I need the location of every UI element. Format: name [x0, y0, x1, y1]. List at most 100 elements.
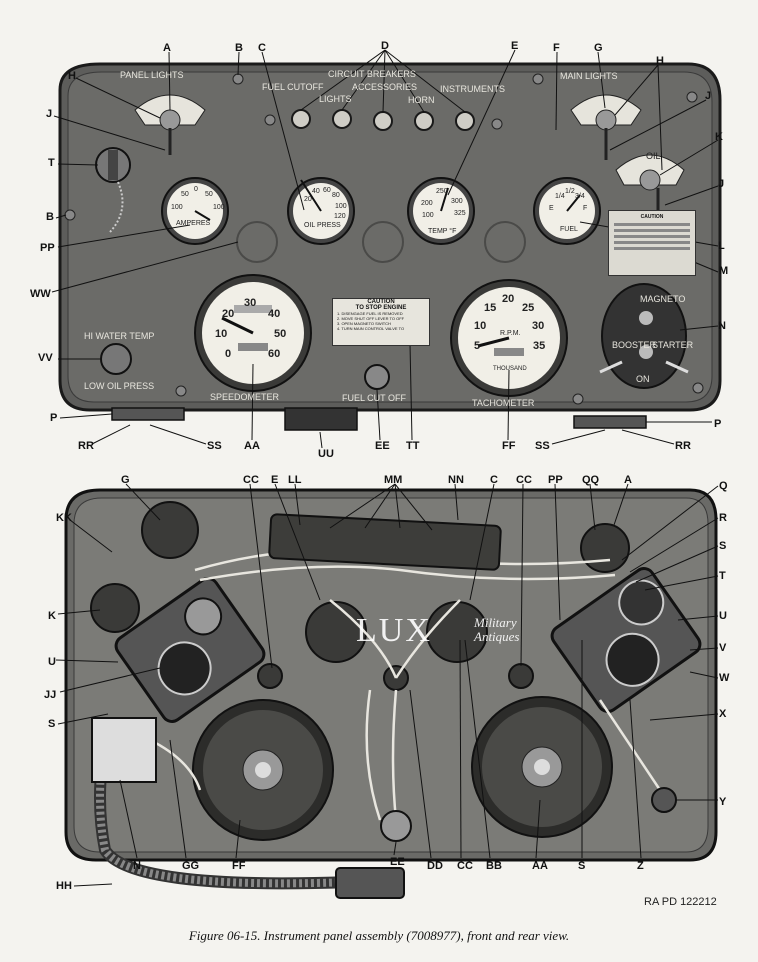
callout-label: N — [718, 320, 726, 332]
callout-label: J — [705, 90, 712, 102]
fuel-gauge-tick: 1/4 — [555, 193, 565, 200]
oil-switch-label: OIL — [646, 151, 661, 161]
fuel-gauge-tick: E — [549, 205, 554, 212]
callout-label: HH — [56, 880, 72, 892]
callout-label: SS — [535, 440, 550, 452]
callout-label: J — [46, 108, 53, 120]
fuel-oil-switch — [615, 154, 685, 210]
magneto-starter-switch — [599, 283, 689, 389]
callout-label: JJ — [44, 689, 57, 701]
callout-label: Z — [637, 860, 644, 872]
speedometer-tick: 10 — [215, 328, 228, 340]
speedometer-tick: 60 — [268, 348, 281, 360]
oil-gauge-tick: 100 — [335, 203, 347, 210]
temp-gauge-tick: 325 — [454, 210, 466, 217]
callout-label: A — [163, 42, 171, 54]
callout-label: F — [553, 42, 560, 54]
cable-hh — [91, 717, 405, 899]
rear-panel — [55, 483, 719, 899]
callout-label: D — [381, 40, 389, 52]
callout-label: AA — [532, 860, 548, 872]
callout-label: GG — [182, 860, 200, 872]
oil-gauge-tick: 20 — [304, 196, 312, 203]
tachometer-rpm: R.P.M. — [500, 330, 521, 337]
callout-label: R — [719, 512, 727, 524]
ammeter-gauge — [161, 177, 229, 245]
callout-label: T — [48, 157, 55, 169]
main-lights-label: MAIN LIGHTS — [560, 71, 618, 81]
ammeter-tick: 100 — [213, 204, 225, 211]
speedometer-tick: 40 — [268, 308, 281, 320]
oil-gauge-tick: 40 — [312, 188, 320, 195]
callout-label: KK — [56, 512, 72, 524]
caution-plate: CAUTION TO STOP ENGINE 1. DISENGAGE FUEL… — [332, 298, 430, 346]
instruments-label: INSTRUMENTS — [440, 84, 505, 94]
tachometer-tick: 15 — [484, 302, 497, 314]
callout-label: RR — [78, 440, 94, 452]
callout-label: CC — [457, 860, 473, 872]
right-connector — [550, 567, 702, 713]
tachometer-tick: 25 — [522, 302, 535, 314]
callout-label: B — [46, 211, 54, 223]
tachometer-tick: 30 — [532, 320, 545, 332]
callout-label: S — [48, 718, 56, 730]
right-horn — [471, 696, 613, 838]
speedometer — [194, 274, 312, 392]
ammeter-tick: 50 — [181, 191, 189, 198]
hi-water-temp-label: HI WATER TEMP — [84, 331, 155, 341]
callout-label: E — [271, 474, 279, 486]
tachometer-tick: 10 — [474, 320, 487, 332]
callout-label: C — [490, 474, 498, 486]
callout-label: RR — [675, 440, 691, 452]
callout-label: FF — [502, 440, 516, 452]
temp-gauge-tick: 300 — [451, 198, 463, 205]
oil-pressure-gauge — [287, 177, 355, 245]
temperature-gauge — [407, 177, 475, 245]
callout-label: G — [594, 42, 603, 54]
callout-label: PP — [40, 242, 55, 254]
watermark-line1: Military — [474, 615, 517, 630]
ammeter-tick: 100 — [171, 204, 183, 211]
caution-line: 1. DISENGAGE FUEL IS REMOVED — [337, 311, 403, 316]
callout-label: VV — [38, 352, 53, 364]
ammeter-name: AMPERES — [176, 220, 211, 227]
callout-label: G — [121, 474, 130, 486]
booster-label: BOOSTER — [612, 340, 657, 350]
oil-gauge-tick: 80 — [332, 192, 340, 199]
speedometer-label: SPEEDOMETER — [210, 392, 280, 402]
callout-label: U — [48, 656, 56, 668]
speedometer-tick: 20 — [222, 308, 235, 320]
callout-label: AA — [244, 440, 260, 452]
callout-label: C — [258, 42, 266, 54]
callout-label: TT — [406, 440, 420, 452]
fuel-gauge-tick: 1/2 — [565, 188, 575, 195]
callout-label: T — [719, 570, 726, 582]
watermark-line2: Antiques — [474, 629, 520, 644]
callout-label: P — [714, 418, 722, 430]
callout-label: FF — [232, 860, 246, 872]
callout-label: U — [719, 610, 727, 622]
speedometer-tick: 30 — [244, 297, 257, 309]
temp-gauge-tick: 100 — [422, 212, 434, 219]
temp-gauge-tick: 200 — [421, 200, 433, 207]
fuel-cut-off-knob — [364, 364, 390, 390]
callout-label: Q — [719, 480, 728, 492]
callout-label: X — [719, 708, 727, 720]
circuit-breaker-buttons — [291, 109, 475, 131]
callout-label: V — [719, 642, 727, 654]
callout-label: EE — [375, 440, 390, 452]
callout-label: H — [656, 55, 664, 67]
main-lights-switch — [570, 94, 642, 160]
caution-subtitle: TO STOP ENGINE — [355, 305, 407, 311]
figure-caption: Figure 06-15. Instrument panel assembly … — [188, 928, 570, 943]
callout-label: EE — [390, 856, 405, 868]
oil-gauge-tick: 60 — [323, 187, 331, 194]
left-horn — [192, 699, 334, 841]
callout-label: P — [50, 412, 58, 424]
callout-label: S — [719, 540, 727, 552]
accessories-label: ACCESSORIES — [352, 82, 418, 92]
callout-label: K — [715, 131, 723, 143]
starter-label: STARTER — [652, 340, 694, 350]
caution-line: 3. OPEN MAGNETO SWITCH — [337, 321, 391, 326]
left-connector — [114, 577, 266, 723]
